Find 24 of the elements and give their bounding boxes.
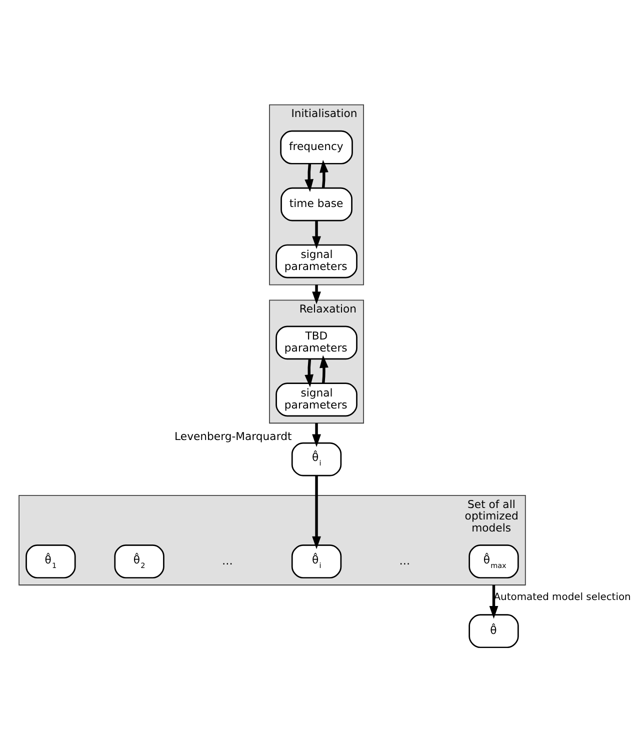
node-box: frequency [280, 130, 353, 164]
node-box: θ̂$_{i}$ [291, 544, 342, 578]
label: … [222, 554, 233, 567]
edge-label: Automated model selection [494, 592, 631, 603]
arrow [312, 220, 321, 248]
node-box: θ̂ [468, 614, 519, 648]
arrow [304, 358, 314, 387]
node-box: θ̂$_{i}$ [291, 442, 342, 476]
node-box: θ̂$_{2}$ [114, 544, 164, 578]
node-box: θ̂$_{max}$ [468, 544, 519, 578]
arrow [320, 354, 328, 383]
node-box: TBD parameters [276, 325, 358, 360]
arrow [304, 163, 314, 192]
label: … [399, 554, 410, 567]
node-label: Levenberg-Marquardt [174, 429, 292, 442]
arrow [312, 475, 321, 549]
arrow [320, 159, 328, 188]
node-box: θ̂$_{1}$ [26, 544, 76, 578]
node-box: time base [280, 186, 352, 221]
node-box: signal parameters [276, 244, 358, 278]
arrow [312, 284, 321, 304]
node-box: signal parameters [276, 382, 358, 416]
arrow [312, 422, 321, 446]
arrow [489, 584, 498, 618]
